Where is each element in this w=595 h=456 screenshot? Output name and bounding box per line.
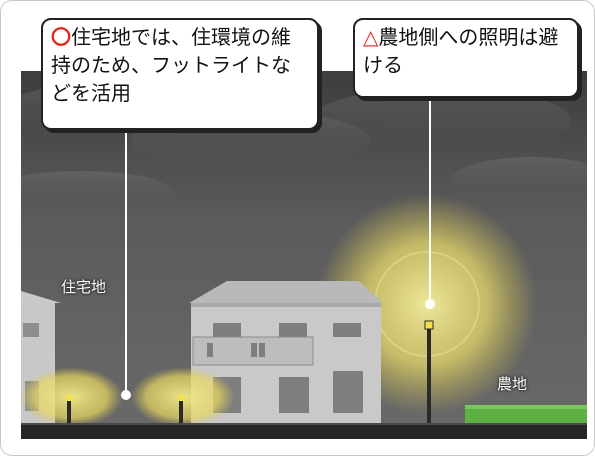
- road: [21, 425, 587, 439]
- right-leader-dot: [425, 299, 435, 309]
- left-leader-dot: [121, 390, 131, 400]
- left-callout: 〇住宅地では、住環境の維持のため、フットライトなどを活用: [41, 18, 319, 130]
- triangle-mark-icon: △: [363, 25, 379, 49]
- right-callout-text: 農地側への照明は避ける: [363, 25, 559, 77]
- street-light: [424, 320, 434, 425]
- road-edge: [21, 423, 587, 425]
- foot-light-2: [178, 395, 184, 425]
- left-callout-text: 住宅地では、住環境の維持のため、フットライトなどを活用: [51, 25, 291, 105]
- right-callout: △農地側への照明は避ける: [353, 18, 579, 98]
- left-leader-line: [125, 129, 127, 391]
- farmland-label: 農地: [497, 375, 528, 393]
- right-leader-line: [429, 98, 431, 304]
- circle-mark-icon: 〇: [51, 25, 71, 49]
- residential-label: 住宅地: [61, 278, 107, 296]
- farmland-hedge: [465, 405, 587, 425]
- foot-light-1: [66, 395, 72, 425]
